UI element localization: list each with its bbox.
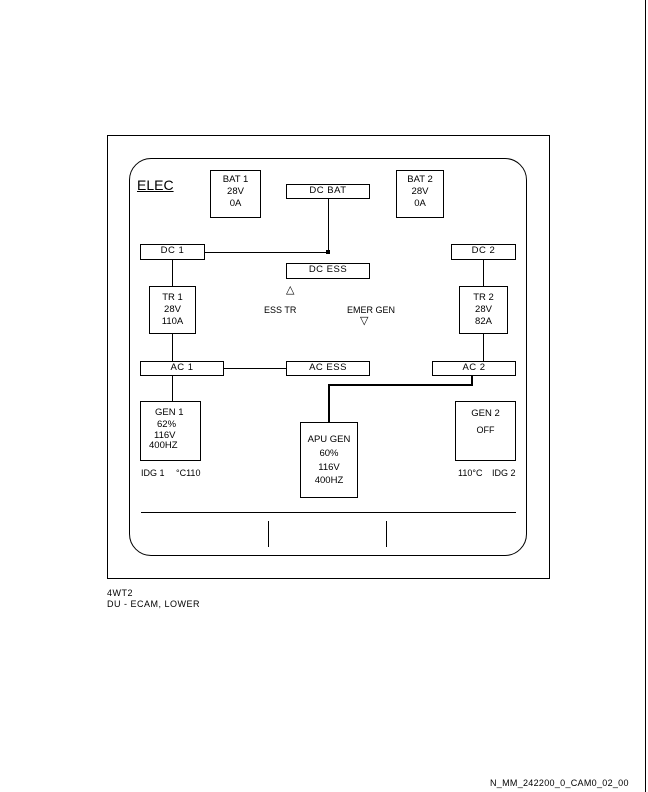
idg1-label: IDG 1 [141,468,165,478]
gen1-load: 62% [157,419,177,430]
figure-caption: 4WT2 DU - ECAM, LOWER [107,588,200,610]
bat1-label: BAT 1 [222,174,249,185]
dc-bat-bus: DC BAT [286,184,370,199]
bat1-voltage: 28V [227,186,244,197]
apu-gen-label: APU GEN [307,434,351,445]
emer-gen-triangle-down-icon: ▽ [360,315,369,327]
gen2-status: OFF [476,425,495,435]
dc2-tr2-line [483,260,484,286]
emer-gen-label: EMER GEN [347,305,396,315]
dcbat-stem-line [328,199,329,253]
tr2-current: 82A [475,316,492,327]
idg2-label: IDG 2 [492,468,516,478]
ac1-gen1-line [172,376,173,401]
dc2-bus: DC 2 [451,244,516,260]
page-title: ELEC [137,177,174,193]
ac2-bus: AC 2 [432,361,516,376]
dc1-dcbat-line [205,252,329,253]
caption-code: 4WT2 [107,588,134,598]
tr1-voltage: 28V [164,304,181,315]
bat1-current: 0A [229,198,242,209]
bat1-box: BAT 1 28V 0A [210,170,261,218]
tr2-ac2-line [483,334,484,361]
page-edge-line [645,0,646,792]
apu-bus-line [328,384,473,386]
gen1-label: GEN 1 [155,407,184,418]
junction-dot [326,250,330,254]
tr1-current: 110A [161,316,184,327]
tr1-box: TR 1 28V 110A [149,286,196,334]
bat2-box: BAT 2 28V 0A [396,170,444,218]
dc1-bus: DC 1 [140,244,205,260]
apu-gen-voltage: 116V [318,462,340,473]
tr2-box: TR 2 28V 82A [459,286,508,334]
gen1-box: GEN 1 62% 116V 400HZ [140,401,201,461]
tr2-voltage: 28V [475,304,492,315]
gen2-box: GEN 2 OFF [455,401,516,461]
ac1-bus: AC 1 [140,361,224,376]
ac1-acess-line [224,368,287,369]
bat2-label: BAT 2 [407,174,433,185]
ac2-drop-line [471,376,473,386]
gen2-label: GEN 2 [471,408,500,419]
bat2-voltage: 28V [411,186,429,197]
tr1-ac1-line [172,334,173,361]
apu-gen-load: 60% [319,448,339,459]
bottom-separator-line [141,512,516,513]
tr1-label: TR 1 [162,292,183,303]
apu-stem-line [328,384,330,422]
dc1-tr1-line [172,260,173,286]
bat2-current: 0A [414,198,426,209]
figure-reference-id: N_MM_242200_0_CAM0_02_00 [490,778,629,788]
caption-description: DU - ECAM, LOWER [107,599,201,609]
apu-gen-box: APU GEN 60% 116V 400HZ [300,422,358,498]
ess-tr-triangle-up-icon: △ [286,284,295,296]
dc-ess-bus: DC ESS [286,263,370,279]
idg1-temp: °C110 [176,468,201,478]
apu-gen-frequency: 400HZ [314,475,344,486]
ac-ess-bus: AC ESS [286,361,370,376]
gen1-frequency: 400HZ [149,440,178,451]
bottom-divider-right [386,521,387,547]
ecam-screen [129,158,527,556]
gen1-voltage: 116V [154,430,176,441]
tr2-label: TR 2 [473,292,494,303]
ess-tr-label: ESS TR [264,305,297,315]
idg2-temp: 110°C [458,468,483,478]
du-frame [107,135,550,579]
bottom-divider-left [268,521,269,547]
